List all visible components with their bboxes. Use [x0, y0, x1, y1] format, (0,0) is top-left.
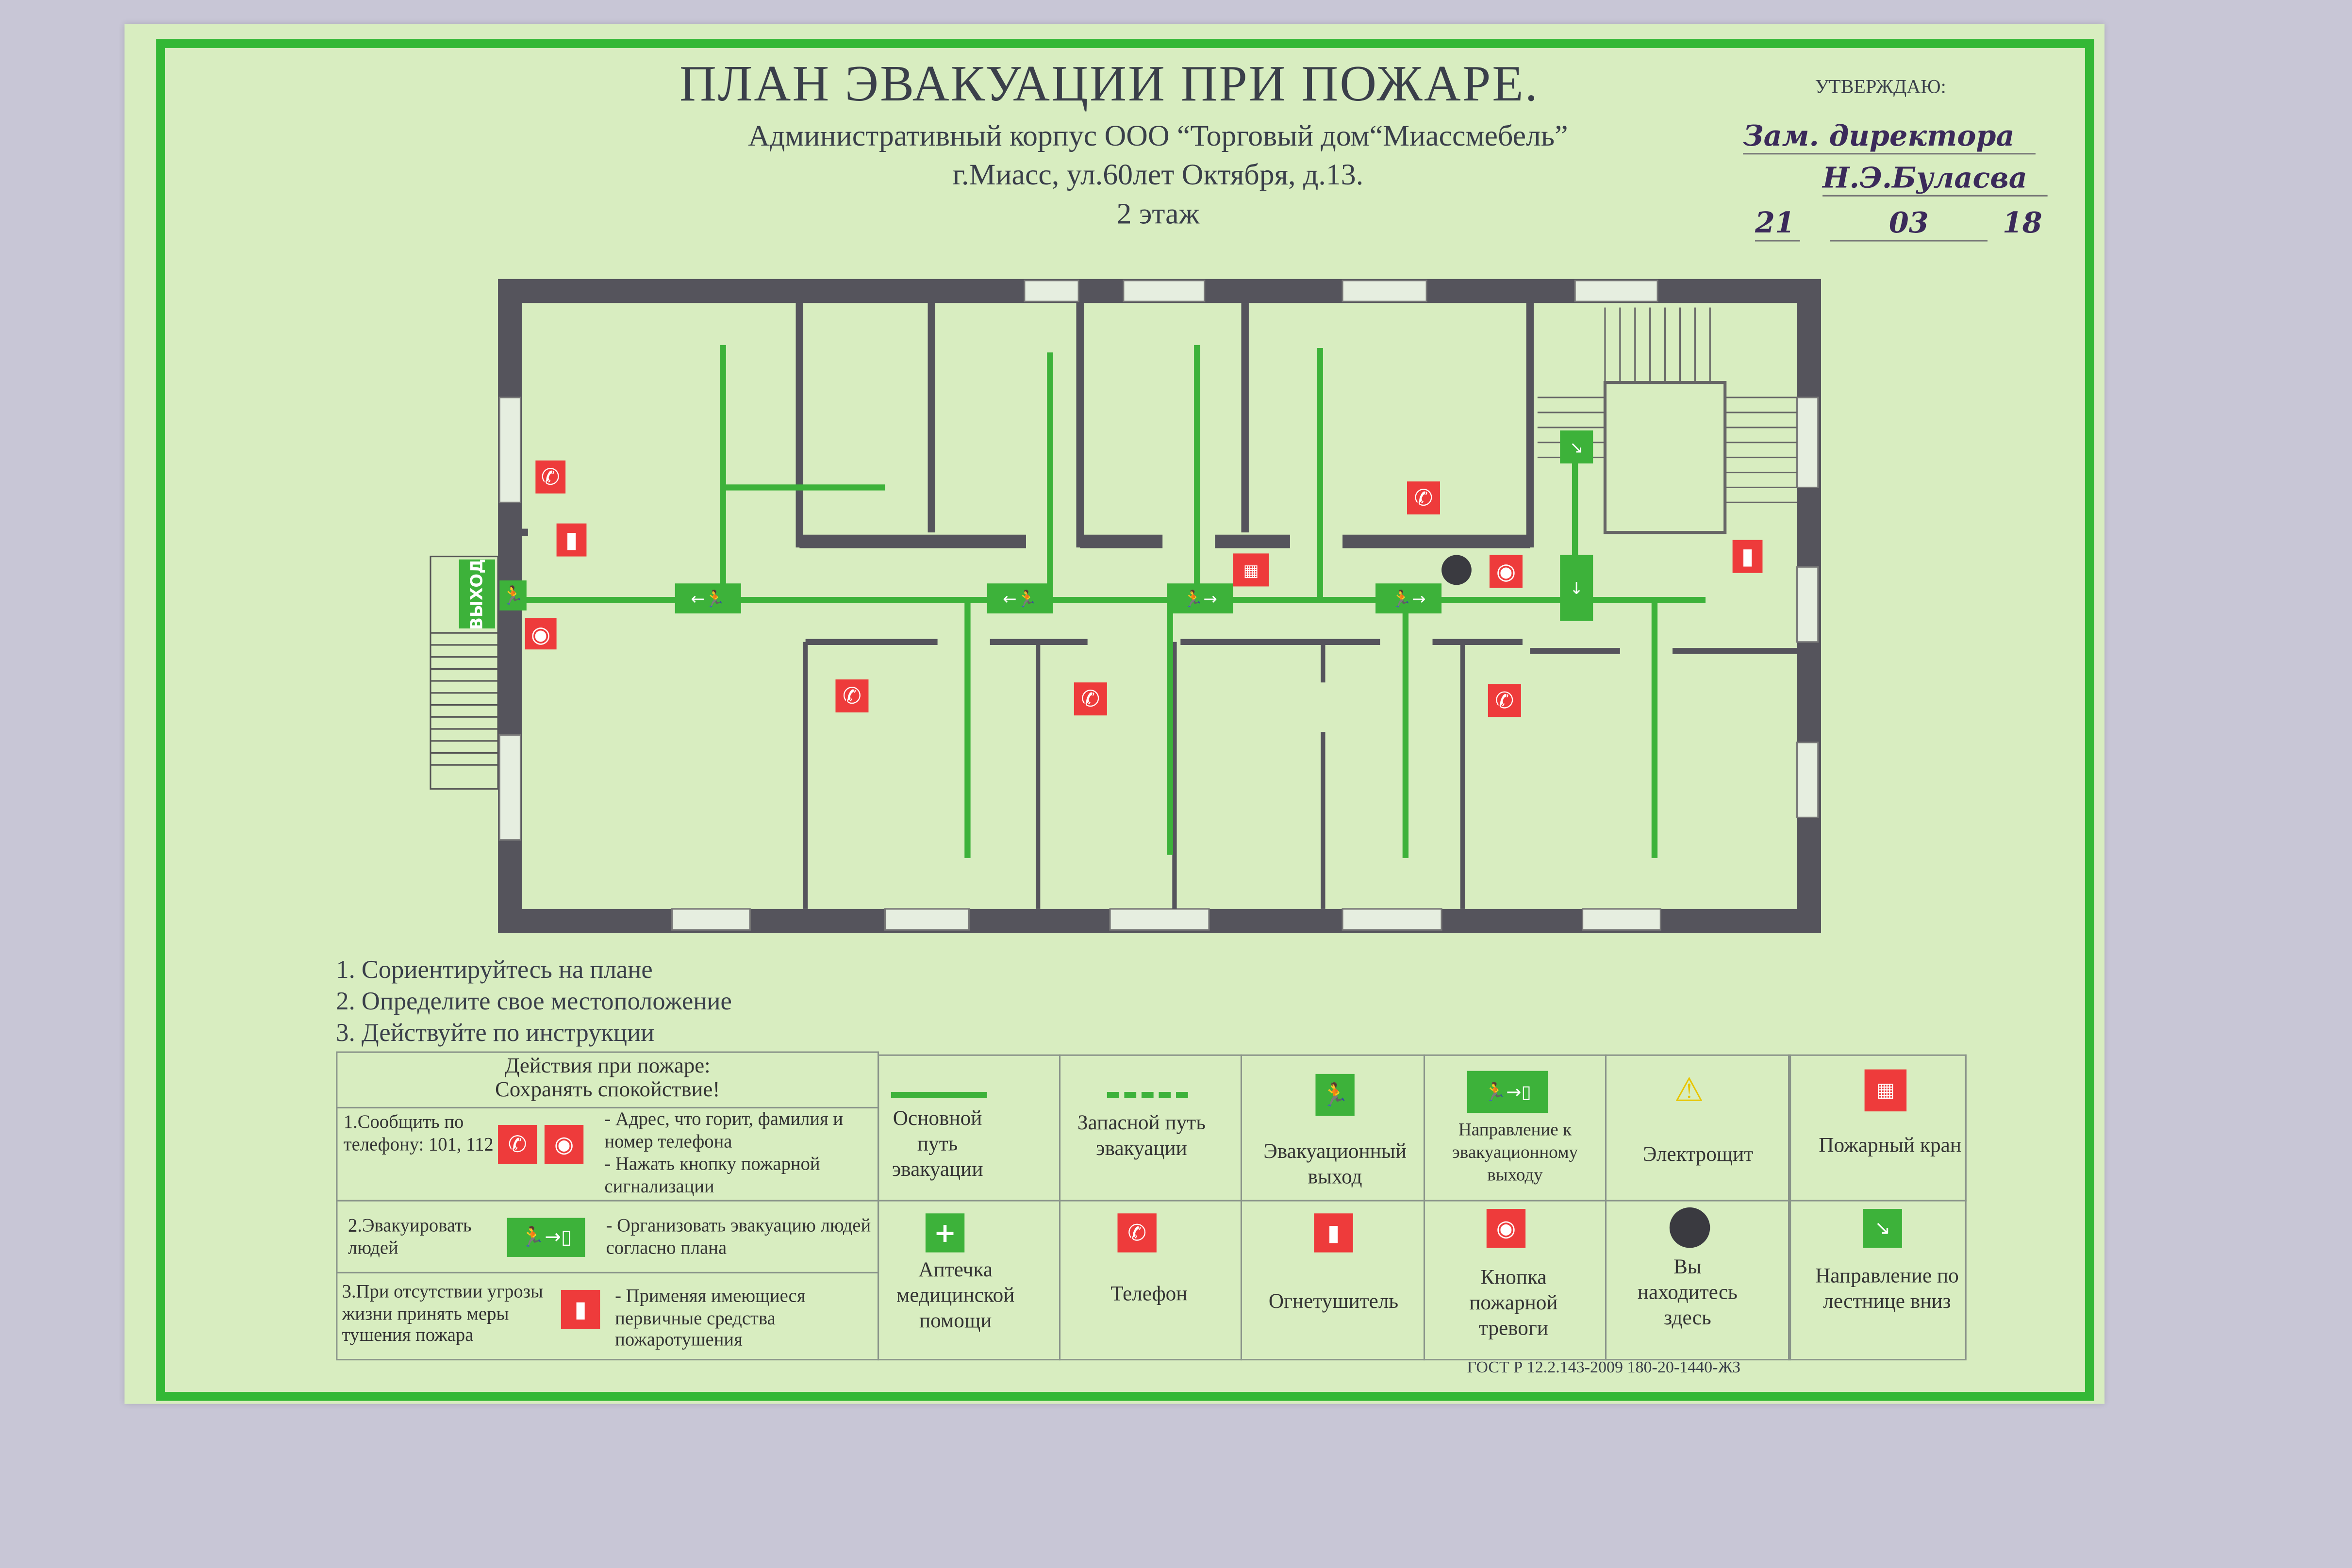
gost-reference: ГОСТ Р 12.2.143-2009 180-20-1440-ЖЗ	[1467, 1359, 1741, 1377]
legend-phone: Телефон	[1110, 1284, 1188, 1306]
floor-label: 2 этаж	[1116, 198, 1200, 231]
extinguisher-icon: ▮	[556, 523, 587, 557]
exit-icon: 🏃	[1315, 1073, 1355, 1116]
interior-walls	[520, 303, 1797, 909]
extinguisher-icon: ▮	[561, 1289, 600, 1329]
phone-icon: ✆	[1407, 481, 1440, 515]
action-3-text: 3.При отсутствии угрозы жизни принять ме…	[342, 1281, 543, 1346]
exit-sign: ВЫХОД	[459, 559, 495, 629]
phone-icon: ✆	[835, 679, 869, 713]
alarm-button-icon: ◉	[544, 1124, 584, 1164]
phone-icon: ✆	[498, 1124, 537, 1164]
stairs-down-icon: ↘	[1560, 430, 1593, 463]
phone-icon: ✆	[1074, 682, 1107, 716]
alarm-button-icon: ◉	[1489, 555, 1523, 588]
step-3: 3. Действуйте по инструкции	[336, 1018, 655, 1047]
approval-year: 18	[2002, 207, 2042, 240]
address: г.Миасс, ул.60лет Октября, д.13.	[952, 159, 1364, 192]
stairs-down-icon: ↘	[1863, 1209, 1902, 1248]
legend-extinguisher: Огнетушитель	[1268, 1291, 1399, 1314]
you-are-here-marker	[1441, 555, 1472, 585]
extinguisher-icon: ▮	[1314, 1213, 1353, 1253]
legend-reserve-route: Запасной путь эвакуации	[1077, 1113, 1206, 1161]
exit-direction-icon: 🏃→	[1375, 583, 1442, 614]
approver-signature: Н.Э.Буласва	[1822, 162, 2048, 197]
action-1-detail-2: - Нажать кнопку пожарной сигнализации	[604, 1153, 820, 1196]
first-aid-icon: +	[925, 1213, 965, 1253]
exit-direction-icon: 🏃→▯	[507, 1218, 585, 1257]
alarm-button-icon: ◉	[1486, 1209, 1526, 1248]
actions-subtitle: Сохранять спокойствие!	[495, 1078, 720, 1103]
action-2-detail: - Организовать эвакуацию людей согласно …	[606, 1215, 871, 1258]
exit-direction-icon: ←🏃	[675, 583, 741, 614]
solid-line-icon	[891, 1091, 987, 1098]
stairs-right	[1537, 307, 1797, 534]
legend-main-route: Основной путь эвакуации	[892, 1108, 983, 1182]
fire-hydrant-icon: ▦	[1233, 553, 1269, 587]
action-1-detail-1: - Адрес, что горит, фамилия и номер теле…	[604, 1108, 844, 1152]
step-1: 1. Сориентируйтесь на плане	[336, 955, 653, 984]
step-2: 2. Определите свое местоположение	[336, 987, 732, 1016]
exit-icon: 🏃	[499, 580, 527, 611]
alarm-button-icon: ◉	[525, 618, 557, 650]
legend-first-aid: Аптечка медицинской помощи	[896, 1260, 1015, 1334]
legend-fire-hydrant: Пожарный кран	[1819, 1135, 1962, 1158]
green-frame	[156, 39, 2094, 1401]
exit-direction-icon: ←🏃	[987, 583, 1053, 614]
evacuation-plan-sheet	[124, 24, 2105, 1404]
dashed-line-icon	[1107, 1091, 1188, 1098]
exit-direction-icon: 🏃→	[1167, 583, 1233, 614]
action-3-detail: - Применяя имеющиеся первичные средства …	[615, 1285, 806, 1350]
approver-position: Зам. директора	[1743, 120, 2036, 155]
legend-you-are-here: Вы находитесь здесь	[1637, 1256, 1738, 1331]
approval-month: 03	[1830, 207, 1988, 242]
electric-warning-icon: ⚠	[1674, 1072, 1704, 1109]
stairs-down-icon: ↓	[1560, 555, 1593, 621]
legend-exit: Эвакуационный выход	[1263, 1141, 1407, 1189]
phone-icon: ✆	[1488, 684, 1521, 717]
approval-day: 21	[1755, 207, 1800, 242]
legend-electric-panel: Электрощит	[1642, 1144, 1754, 1167]
action-1-text: 1.Сообщить по телефону: 101, 112	[343, 1111, 494, 1155]
legend-alarm-button: Кнопка пожарной тревоги	[1469, 1267, 1558, 1341]
legend-stairs-down: Направление по лестнице вниз	[1815, 1266, 1959, 1314]
phone-icon: ✆	[1117, 1213, 1157, 1253]
fire-hydrant-icon: ▦	[1864, 1069, 1907, 1112]
extinguisher-icon: ▮	[1732, 540, 1763, 573]
action-2-text: 2.Эвакуировать людей	[348, 1215, 472, 1258]
plan-title: ПЛАН ЭВАКУАЦИИ ПРИ ПОЖАРЕ.	[679, 57, 1540, 113]
exit-direction-icon: 🏃→▯	[1467, 1071, 1548, 1113]
building-name: Административный корпус ООО “Торговый до…	[748, 120, 1568, 153]
you-are-here-icon	[1669, 1207, 1710, 1248]
approval-label: УТВЕРЖДАЮ:	[1815, 75, 1946, 98]
windows	[498, 280, 1819, 931]
stairs-left	[430, 556, 499, 790]
phone-icon: ✆	[535, 460, 566, 494]
legend-exit-direction: Направление к эвакуационному выходу	[1452, 1119, 1578, 1185]
actions-title: Действия при пожаре:	[504, 1054, 711, 1079]
